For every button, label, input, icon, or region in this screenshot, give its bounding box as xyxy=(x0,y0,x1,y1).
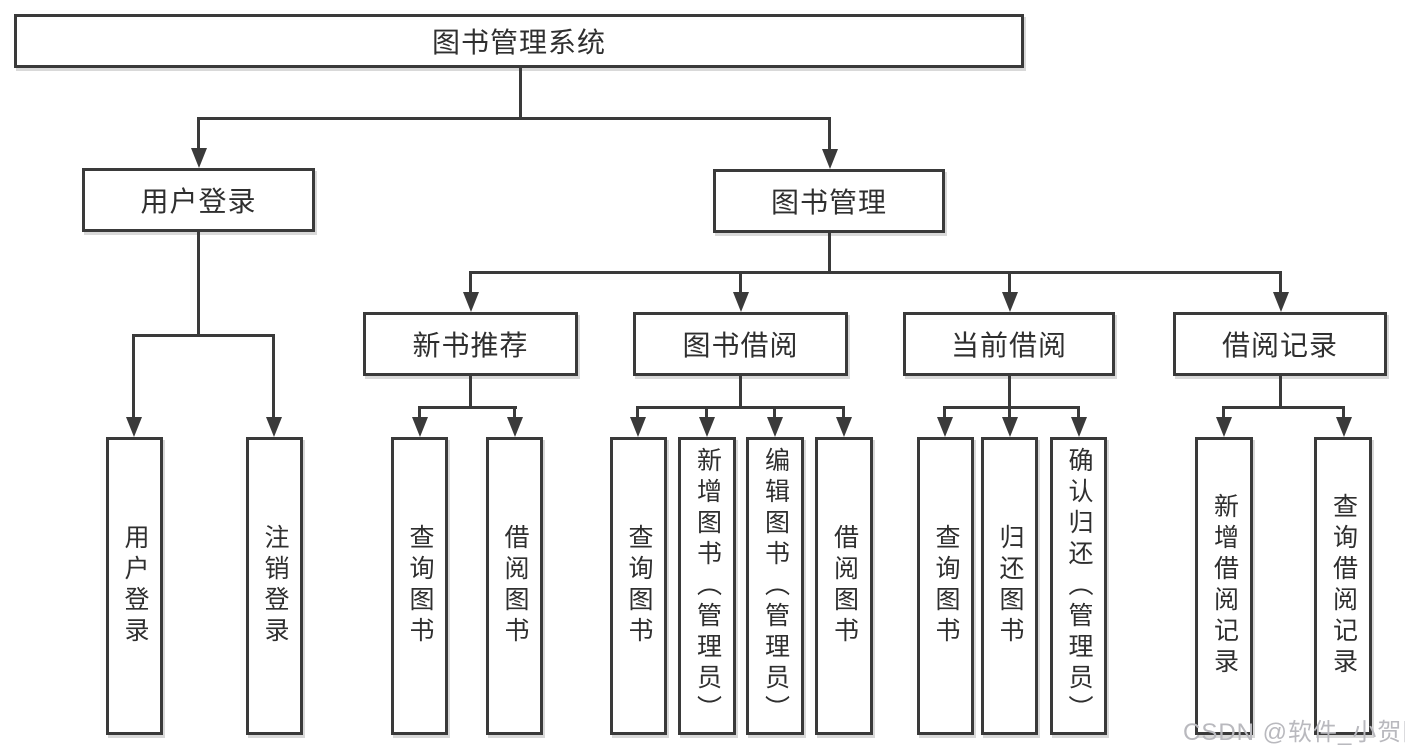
node-label: 用户登录 xyxy=(121,524,149,648)
connector-arrowhead xyxy=(630,417,646,437)
connector-drop xyxy=(132,334,135,419)
node-label: 当前借阅 xyxy=(950,330,1067,361)
connector-drop xyxy=(272,334,275,419)
connector-drop xyxy=(773,406,776,419)
node-nb-borrow-books: 借阅图书 xyxy=(486,437,543,735)
connector-rail xyxy=(469,271,1282,274)
node-label: 查询图书 xyxy=(406,524,434,648)
node-label: 借阅图书 xyxy=(830,524,859,648)
connector-drop xyxy=(1279,271,1282,294)
node-label: 查询图书 xyxy=(625,524,653,648)
connector-arrowhead xyxy=(1002,292,1018,312)
node-label: 查询借阅记录 xyxy=(1329,493,1358,679)
connector-arrowhead xyxy=(1273,292,1289,312)
node-user-login-branch: 用户登录 xyxy=(82,168,315,232)
node-bb-borrow-books: 借阅图书 xyxy=(815,437,873,735)
csdn-watermark: CSDN @软件_小贺同学 xyxy=(1183,719,1405,746)
node-cb-confirm-return-admin: 确认归还（管理员） xyxy=(1050,437,1107,735)
node-label: 借阅记录 xyxy=(1221,330,1338,361)
node-bb-edit-books-admin: 编辑图书（管理员） xyxy=(746,437,804,735)
connector-arrowhead xyxy=(937,417,953,437)
connector-arrowhead xyxy=(463,292,479,312)
node-bb-add-books-admin: 新增图书（管理员） xyxy=(678,437,736,735)
connector-arrowhead xyxy=(733,292,749,312)
connector-drop xyxy=(842,406,845,419)
node-borrowing-records: 借阅记录 xyxy=(1173,312,1387,376)
connector-arrowhead xyxy=(126,417,142,437)
connector-stem xyxy=(197,232,200,337)
node-current-borrowing: 当前借阅 xyxy=(903,312,1115,376)
connector-drop xyxy=(1008,406,1011,419)
node-label: 编辑图书（管理员） xyxy=(761,446,790,726)
connector-drop xyxy=(513,406,516,419)
connector-drop xyxy=(1077,406,1080,419)
connector-drop xyxy=(1008,271,1011,294)
connector-arrowhead xyxy=(1071,417,1087,437)
node-label: 归还图书 xyxy=(996,524,1024,648)
node-label: 图书管理 xyxy=(770,187,887,218)
node-new-book-recommend: 新书推荐 xyxy=(363,312,578,376)
connector-arrowhead xyxy=(507,417,523,437)
connector-stem xyxy=(469,376,472,409)
node-label: 图书管理系统 xyxy=(431,27,606,58)
node-label: 图书借阅 xyxy=(682,330,799,361)
node-nb-query-books: 查询图书 xyxy=(391,437,448,735)
connector-stem xyxy=(739,376,742,409)
node-br-query-record: 查询借阅记录 xyxy=(1314,437,1372,735)
node-logout: 注销登录 xyxy=(246,437,303,735)
connector-arrowhead xyxy=(822,149,838,169)
node-label: 注销登录 xyxy=(261,524,289,648)
connector-rail xyxy=(132,334,275,337)
connector-arrowhead xyxy=(1216,417,1232,437)
connector-arrowhead xyxy=(1002,417,1018,437)
node-label: 新增借阅记录 xyxy=(1210,493,1239,679)
connector-drop xyxy=(943,406,946,419)
connector-drop xyxy=(1222,406,1225,419)
connector-stem xyxy=(828,233,831,274)
connector-root-rail xyxy=(197,117,831,120)
node-label: 确认归还（管理员） xyxy=(1065,446,1093,726)
node-book-borrowing: 图书借阅 xyxy=(633,312,848,376)
connector-rail xyxy=(943,406,1080,409)
connector-drop xyxy=(418,406,421,419)
connector-arrowhead xyxy=(767,417,783,437)
connector-arrowhead xyxy=(266,417,282,437)
connector-drop xyxy=(739,271,742,294)
connector-arrowhead xyxy=(836,417,852,437)
node-label: 新增图书（管理员） xyxy=(693,446,722,726)
node-cb-query-books: 查询图书 xyxy=(917,437,974,735)
node-br-add-record: 新增借阅记录 xyxy=(1195,437,1253,735)
node-cb-return-books: 归还图书 xyxy=(981,437,1038,735)
node-book-management: 图书管理 xyxy=(713,169,945,233)
connector-drop xyxy=(197,117,200,151)
node-label: 用户登录 xyxy=(140,186,257,217)
connector-arrowhead xyxy=(191,148,207,168)
connector-arrowhead xyxy=(412,417,428,437)
connector-arrowhead xyxy=(1336,417,1352,437)
node-bb-query-books: 查询图书 xyxy=(610,437,667,735)
node-login: 用户登录 xyxy=(106,437,163,735)
connector-drop xyxy=(705,406,708,419)
node-label: 借阅图书 xyxy=(501,524,529,648)
node-label: 新书推荐 xyxy=(412,330,529,361)
connector-root-stem xyxy=(519,68,522,119)
connector-drop xyxy=(828,117,831,151)
connector-drop xyxy=(1342,406,1345,419)
connector-drop xyxy=(636,406,639,419)
connector-rail xyxy=(636,406,844,409)
connector-drop xyxy=(469,271,472,294)
connector-stem xyxy=(1279,376,1282,409)
node-label: 查询图书 xyxy=(932,524,960,648)
connector-rail xyxy=(418,406,517,409)
connector-arrowhead xyxy=(699,417,715,437)
node-root: 图书管理系统 xyxy=(14,14,1024,68)
connector-stem xyxy=(1008,376,1011,409)
connector-rail xyxy=(1222,406,1344,409)
